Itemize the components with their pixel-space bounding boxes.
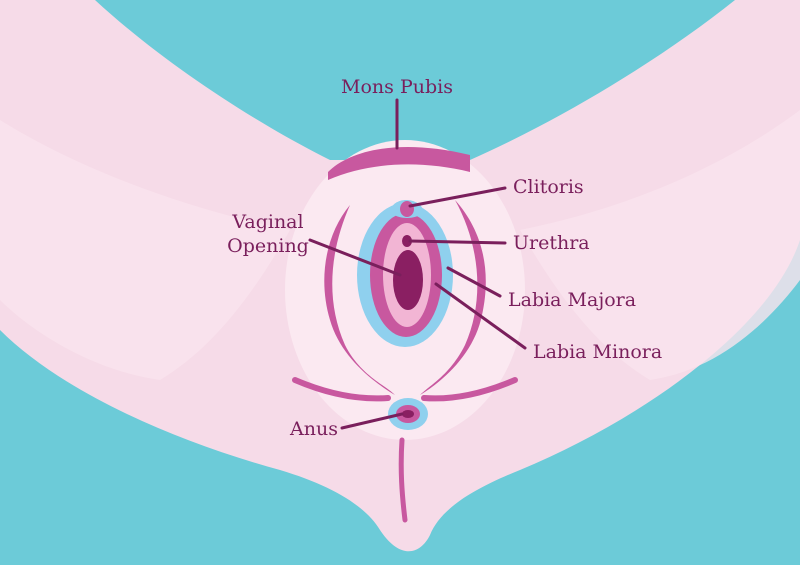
label-mons-pubis: Mons Pubis [341, 76, 453, 98]
buttock-crease-right [421, 377, 518, 402]
clitoris-leader [408, 186, 507, 208]
label-anus: Anus [289, 418, 338, 440]
vaginal-opening-leader [308, 238, 402, 277]
mons-pubis-shape [328, 146, 470, 180]
labia-minora-leader [434, 282, 527, 350]
gluteal-cleft [398, 437, 408, 523]
label-vaginal-opening-line1: Vaginal [231, 211, 303, 233]
labia-majora-right [420, 200, 486, 395]
label-clitoris: Clitoris [513, 176, 584, 198]
anus-leader [340, 412, 404, 430]
buttock-crease-left [292, 377, 391, 402]
left-thigh-shade [0, 120, 290, 380]
vaginal-opening-shape [393, 250, 423, 310]
label-labia-majora: Labia Majora [508, 289, 636, 311]
label-urethra: Urethra [513, 232, 590, 254]
clitoris-shape [400, 201, 414, 217]
urethra-shape [402, 235, 412, 247]
anus-center [402, 410, 414, 418]
label-vaginal-opening-line2: Opening [227, 235, 309, 257]
labia-majora-leader [446, 266, 502, 298]
right-thigh-shade [520, 110, 800, 380]
label-labia-minora: Labia Minora [533, 341, 662, 363]
urethra-leader [408, 239, 507, 245]
